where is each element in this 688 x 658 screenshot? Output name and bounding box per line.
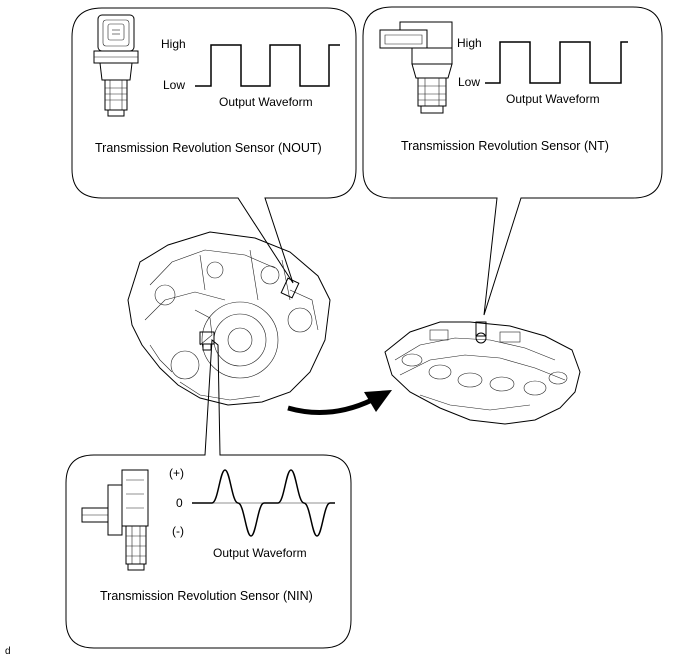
nout-sensor-icon — [93, 14, 139, 117]
arrow-icon — [287, 390, 392, 415]
callout-nin: (+) 0 (-) Output Waveform Transmission R… — [65, 338, 352, 649]
nout-high-label: High — [161, 37, 186, 51]
nout-output-waveform — [195, 44, 340, 87]
nout-low-label: Low — [163, 78, 185, 92]
valve-body-icon — [384, 321, 581, 425]
callout-nout: High Low Output Waveform Transmission Re… — [71, 7, 357, 284]
callout-nt: High Low Output Waveform Transmission Re… — [362, 6, 663, 316]
footer-mark: d — [5, 646, 11, 657]
nin-output-waveform — [192, 469, 335, 537]
nin-caption: Transmission Revolution Sensor (NIN) — [100, 589, 313, 603]
nt-caption: Transmission Revolution Sensor (NT) — [401, 139, 609, 153]
nt-high-label: High — [457, 36, 482, 50]
nt-low-label: Low — [458, 75, 480, 89]
nin-minus-label: (-) — [172, 524, 184, 538]
nin-waveform-label: Output Waveform — [213, 546, 307, 560]
nt-waveform-label: Output Waveform — [506, 92, 600, 106]
nt-output-waveform — [485, 41, 628, 84]
nin-zero-label: 0 — [176, 496, 183, 510]
nout-caption: Transmission Revolution Sensor (NOUT) — [95, 141, 322, 155]
nout-waveform-label: Output Waveform — [219, 95, 313, 109]
nt-sensor-icon — [379, 21, 453, 114]
nin-sensor-icon — [81, 469, 149, 571]
transmission-assembly-icon — [127, 231, 331, 406]
nin-plus-label: (+) — [169, 466, 184, 480]
